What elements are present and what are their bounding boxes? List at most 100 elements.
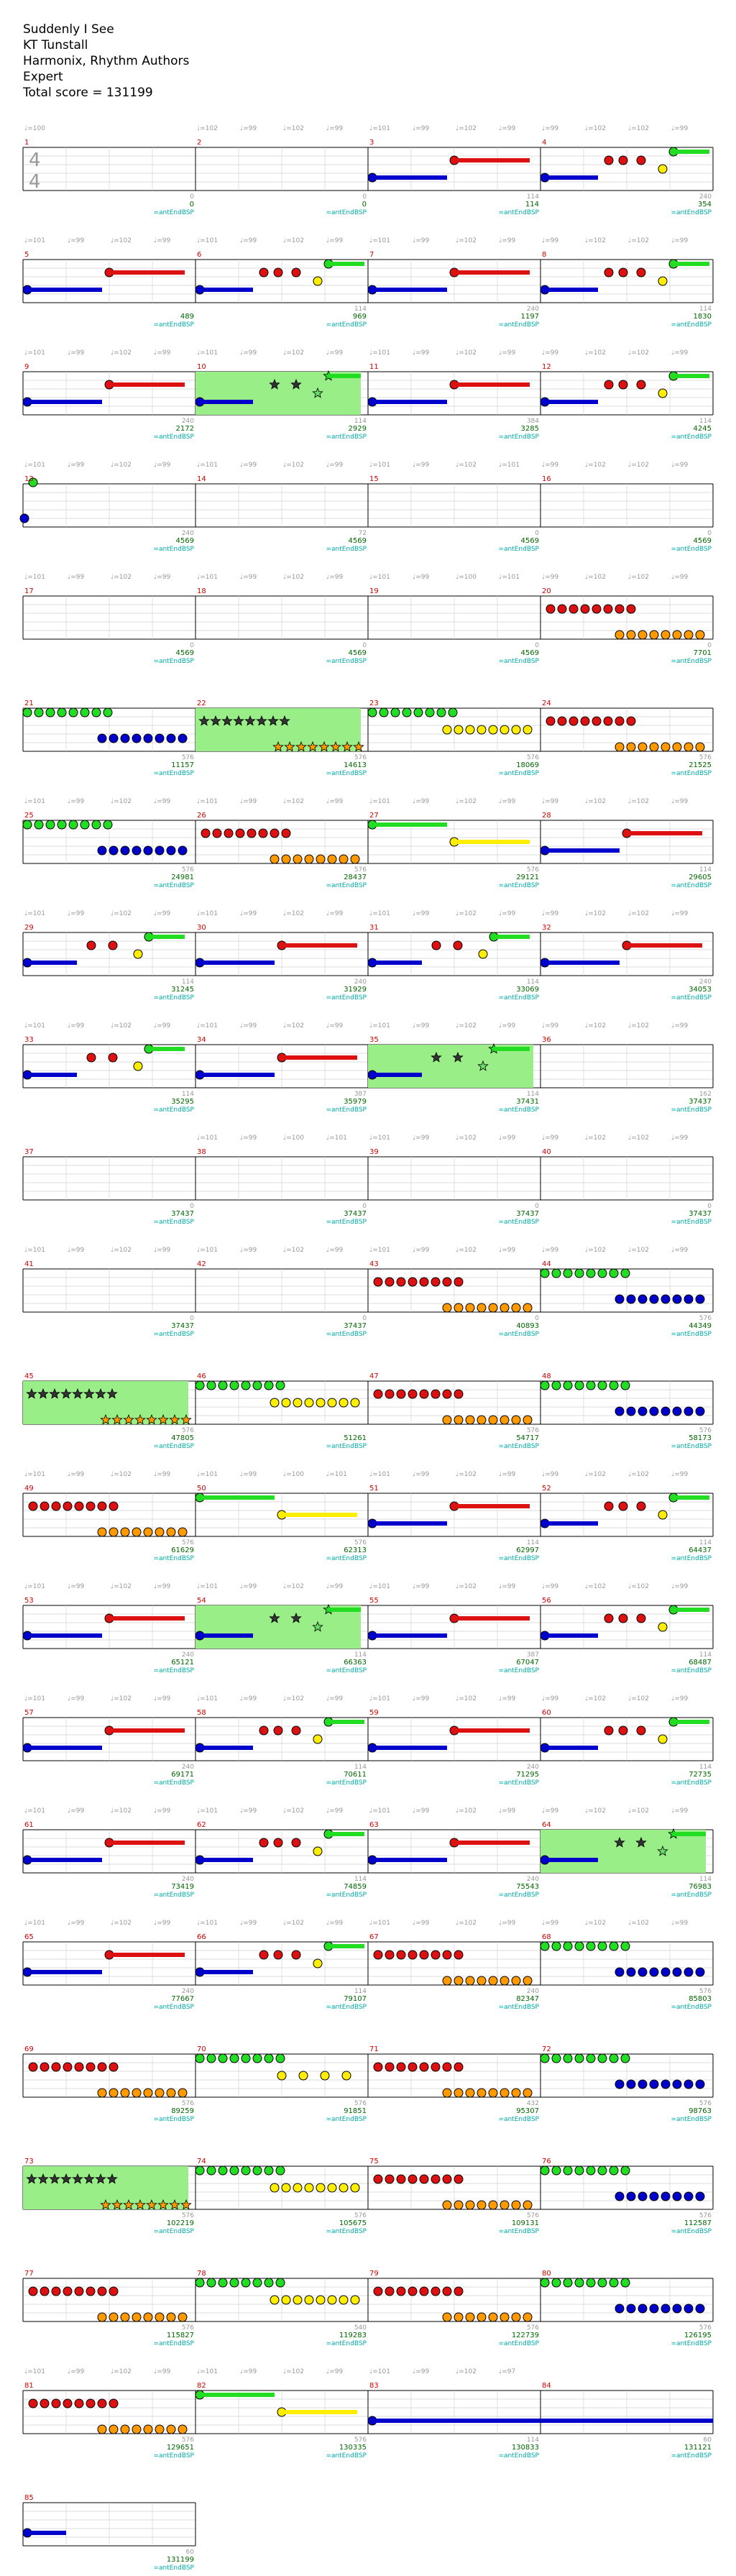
measure-note-value: 114 bbox=[527, 2437, 539, 2444]
song-difficulty: Expert bbox=[23, 70, 63, 84]
measure-number: 32 bbox=[542, 924, 551, 932]
tempo-mark: ♩=101 bbox=[369, 1807, 390, 1815]
note bbox=[264, 2278, 274, 2288]
note bbox=[638, 1406, 648, 1416]
note bbox=[241, 2053, 251, 2063]
tempo-mark: ♩=102 bbox=[585, 237, 606, 244]
note bbox=[557, 604, 567, 614]
sustain-bar bbox=[27, 1633, 102, 1638]
fx-label: =antEndBSP bbox=[671, 994, 712, 1001]
cumulative-score: 76983 bbox=[689, 1883, 712, 1891]
cumulative-score: 0 bbox=[190, 201, 194, 208]
measure-note-value: 114 bbox=[527, 193, 539, 201]
measure-note-value: 240 bbox=[182, 1876, 194, 1883]
note bbox=[684, 630, 694, 640]
cumulative-score: 37437 bbox=[516, 1210, 539, 1218]
note bbox=[109, 733, 119, 743]
note bbox=[620, 1380, 630, 1390]
note bbox=[638, 2191, 648, 2201]
note bbox=[551, 1268, 561, 1278]
tempo-mark: ♩=102 bbox=[283, 910, 304, 917]
note bbox=[264, 1380, 274, 1390]
note bbox=[442, 1950, 452, 1960]
note bbox=[166, 1527, 176, 1537]
note bbox=[695, 742, 705, 752]
measure-note-value: 114 bbox=[354, 1876, 367, 1883]
note bbox=[454, 2286, 464, 2296]
note bbox=[291, 1725, 301, 1736]
tempo-mark: ♩=100 bbox=[283, 1135, 304, 1142]
measure-number: 48 bbox=[542, 1372, 551, 1380]
measure-80 bbox=[540, 2278, 714, 2322]
fx-label: =antEndBSP bbox=[498, 882, 539, 889]
note bbox=[419, 1389, 429, 1399]
measure-13 bbox=[19, 477, 196, 528]
cumulative-score: 37437 bbox=[689, 1210, 712, 1218]
tempo-mark: ♩=101 bbox=[369, 1583, 390, 1590]
note bbox=[649, 630, 659, 640]
note bbox=[597, 2053, 607, 2063]
tempo-mark: ♩=99 bbox=[240, 1247, 257, 1254]
note bbox=[442, 1303, 452, 1313]
note bbox=[672, 1406, 682, 1416]
cumulative-score: 91851 bbox=[344, 2107, 367, 2115]
tempo-mark: ♩=100 bbox=[456, 574, 477, 581]
note bbox=[51, 2286, 61, 2296]
note bbox=[385, 1950, 395, 1960]
note bbox=[431, 1389, 441, 1399]
note bbox=[626, 2191, 636, 2201]
tempo-mark: ♩=101 bbox=[369, 1471, 390, 1478]
song-charters: Harmonix, Rhythm Authors bbox=[23, 54, 190, 68]
measure-number: 19 bbox=[369, 587, 379, 595]
measure-note-value: 0 bbox=[535, 530, 539, 537]
tempo-mark: ♩=99 bbox=[542, 1135, 559, 1142]
note bbox=[488, 725, 498, 735]
measure-note-value: 432 bbox=[527, 2100, 539, 2107]
note bbox=[206, 2278, 216, 2288]
note bbox=[218, 2278, 228, 2288]
tempo-mark: ♩=102 bbox=[628, 1135, 649, 1142]
measure-note-value: 576 bbox=[699, 754, 712, 761]
note bbox=[551, 2053, 561, 2063]
tempo-mark: ♩=99 bbox=[499, 349, 516, 357]
measure-43 bbox=[367, 1268, 541, 1313]
note bbox=[350, 2183, 360, 2193]
star-note bbox=[290, 1612, 302, 1623]
note bbox=[281, 1398, 291, 1408]
measure-77 bbox=[22, 2278, 196, 2322]
measure-note-value: 114 bbox=[354, 1651, 367, 1659]
note bbox=[408, 1389, 418, 1399]
sustain-bar bbox=[673, 150, 709, 154]
fx-label: =antEndBSP bbox=[326, 546, 367, 553]
measure-42 bbox=[195, 1268, 369, 1313]
note bbox=[298, 2071, 308, 2081]
note bbox=[241, 2165, 251, 2176]
sustain-bar bbox=[282, 1513, 357, 1517]
note bbox=[155, 2088, 165, 2098]
tempo-mark: ♩=102 bbox=[628, 125, 649, 132]
total-score: Total score = 131199 bbox=[23, 86, 153, 100]
star-note bbox=[312, 1621, 323, 1632]
fx-label: =antEndBSP bbox=[671, 1667, 712, 1674]
note bbox=[477, 2200, 487, 2210]
note bbox=[120, 733, 130, 743]
star-note bbox=[295, 741, 307, 752]
note bbox=[574, 1380, 584, 1390]
note bbox=[63, 2286, 73, 2296]
note bbox=[454, 1389, 464, 1399]
note bbox=[293, 2295, 303, 2305]
measure-number: 54 bbox=[197, 1597, 206, 1605]
measure-number: 44 bbox=[542, 1260, 551, 1268]
note bbox=[540, 1380, 550, 1390]
tempo-mark: ♩=99 bbox=[542, 1583, 559, 1590]
note bbox=[408, 2286, 418, 2296]
note bbox=[638, 742, 648, 752]
fx-label: =antEndBSP bbox=[326, 2452, 367, 2460]
tempo-mark: ♩=99 bbox=[671, 1471, 689, 1478]
cumulative-score: 7701 bbox=[694, 649, 712, 657]
tempo-mark: ♩=102 bbox=[456, 1583, 477, 1590]
note bbox=[658, 164, 668, 174]
note bbox=[615, 604, 625, 614]
cumulative-score: 35295 bbox=[171, 1098, 194, 1106]
note bbox=[465, 2200, 475, 2210]
